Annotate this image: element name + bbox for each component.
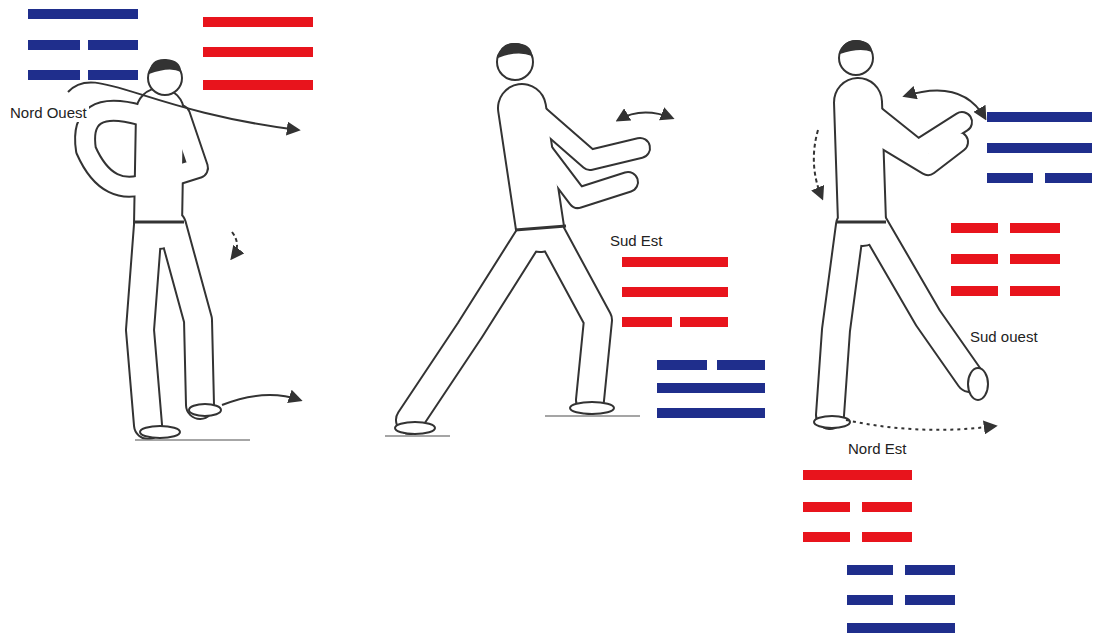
trigram-line <box>905 595 955 605</box>
ground-line <box>385 416 640 436</box>
direction-label: Sud ouest <box>968 328 1040 346</box>
trigram-line <box>987 143 1092 153</box>
motion-arrow <box>814 130 822 198</box>
trigram-line <box>951 254 998 264</box>
motion-arrow <box>232 232 237 258</box>
arm <box>860 124 958 165</box>
trigram-line <box>622 287 728 297</box>
figure-outline <box>410 108 640 420</box>
leg <box>830 225 850 415</box>
direction-label: Nord Ouest <box>8 104 89 122</box>
trigram <box>951 223 1060 296</box>
trigram-line <box>862 502 912 512</box>
motion-arrow <box>905 90 985 118</box>
foot <box>395 422 435 434</box>
leg <box>172 225 200 405</box>
leg <box>410 235 530 420</box>
trigram <box>803 470 912 542</box>
figure-fill <box>85 111 200 425</box>
trigram-line <box>862 532 912 542</box>
trigram-line <box>88 40 138 50</box>
trigram-line <box>203 80 313 90</box>
leg <box>140 225 148 425</box>
trigram-line <box>1010 286 1060 296</box>
leg <box>552 235 598 400</box>
arm <box>525 128 628 198</box>
belt <box>515 226 566 230</box>
direction-label: Sud Est <box>608 232 665 250</box>
figure-outline <box>85 111 200 425</box>
trigram <box>847 565 955 633</box>
leg <box>552 235 598 400</box>
leg <box>874 225 970 378</box>
trigram-line <box>847 595 893 605</box>
trigram-line <box>987 112 1092 122</box>
hair <box>149 59 181 74</box>
motion-arrow <box>846 420 995 430</box>
trigram-line <box>803 502 850 512</box>
trigram-line <box>203 47 313 57</box>
head <box>839 41 873 75</box>
figure-fill <box>410 108 640 420</box>
figure-fill <box>830 102 970 415</box>
figure-outline <box>830 102 970 415</box>
leg <box>172 225 200 405</box>
torso <box>158 112 160 225</box>
trigram-line <box>987 173 1033 183</box>
trigram <box>622 257 728 327</box>
trigram <box>203 17 313 90</box>
motion-arrow <box>618 112 672 120</box>
belt <box>836 221 886 224</box>
hair <box>498 43 532 58</box>
leg <box>874 225 970 378</box>
trigram-line <box>203 17 313 27</box>
trigram-line <box>905 565 955 575</box>
trigram-line <box>1045 173 1092 183</box>
torso <box>158 112 160 225</box>
belt <box>134 221 184 224</box>
hair <box>840 40 872 54</box>
motion-arrow <box>222 395 300 405</box>
trigram-line <box>28 70 80 80</box>
trigram-line <box>28 9 138 19</box>
direction-label: Nord Est <box>846 440 908 458</box>
foot <box>570 402 614 414</box>
arm <box>160 115 198 180</box>
trigram <box>28 9 138 80</box>
trigram-line <box>88 70 138 80</box>
trigram-line <box>657 360 707 370</box>
foot <box>814 416 850 428</box>
trigram-line <box>680 317 728 327</box>
trigram <box>987 112 1092 183</box>
trigram-line <box>803 532 850 542</box>
ground-line <box>135 439 250 441</box>
trigram-line <box>657 383 765 393</box>
trigram-line <box>1010 254 1060 264</box>
trigram-line <box>1010 223 1060 233</box>
trigram-line <box>657 408 765 418</box>
trigram-line <box>28 40 80 50</box>
trigram-line <box>717 360 765 370</box>
foot <box>189 404 221 416</box>
foot <box>968 368 988 400</box>
trigram-line <box>951 223 998 233</box>
trigram-line <box>803 470 912 480</box>
leg <box>830 225 850 415</box>
trigram-line <box>847 565 893 575</box>
trigram <box>657 360 765 418</box>
leg <box>410 235 530 420</box>
foot <box>140 426 180 438</box>
leg <box>140 225 148 425</box>
trigram-line <box>847 623 955 633</box>
trigram-line <box>622 257 728 267</box>
trigram-line <box>622 317 672 327</box>
arm <box>85 111 150 187</box>
trigram-line <box>951 286 998 296</box>
